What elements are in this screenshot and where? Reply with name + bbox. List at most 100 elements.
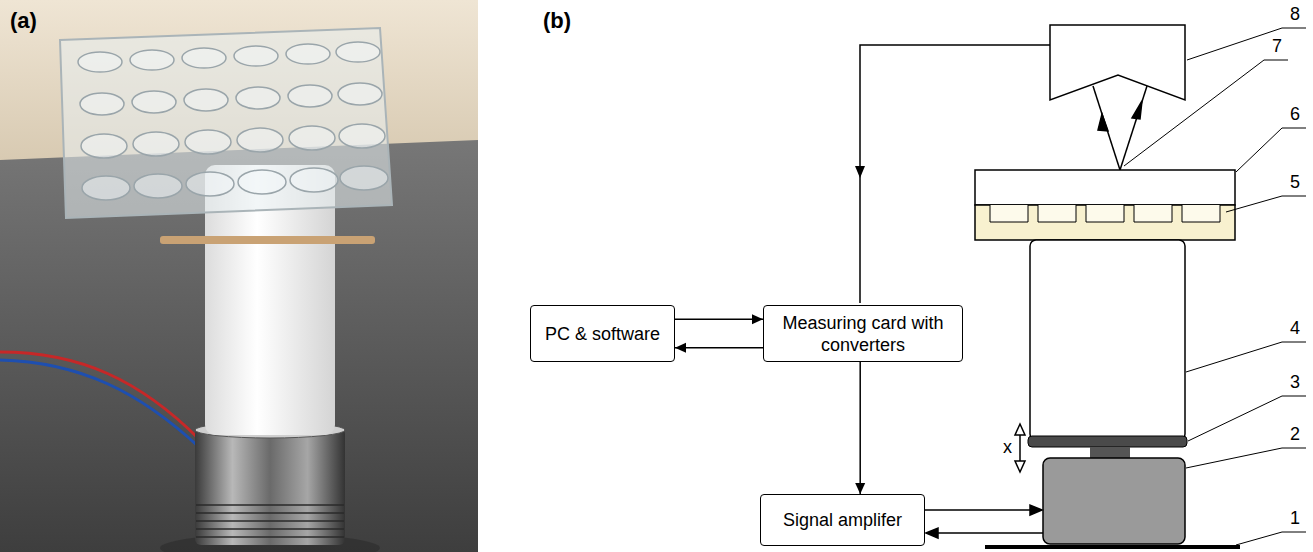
shape-g (196, 505, 344, 537)
callout-number: 8 (1290, 4, 1300, 24)
shape-line (927, 532, 1043, 534)
process-box: Signal amplifer (760, 494, 925, 546)
shape-line (1093, 86, 1120, 170)
shape-ellipse (286, 44, 330, 64)
connector-line (675, 319, 763, 321)
shape-ellipse (338, 83, 382, 105)
shape-ellipse (186, 172, 234, 196)
shape-ellipse (289, 126, 335, 150)
shape-polygon (926, 528, 938, 538)
shape-g (990, 205, 1220, 222)
connector (855, 362, 865, 494)
shape-polyline (1186, 448, 1306, 468)
shape-ellipse (132, 91, 176, 113)
shape-ellipse (236, 87, 280, 109)
shape-ellipse (134, 174, 182, 198)
shape-line (196, 504, 344, 506)
box-text: PC & software (545, 323, 660, 345)
shape-ellipse (237, 128, 283, 152)
shape-ellipse (78, 52, 122, 72)
shaker-rod (1090, 447, 1130, 458)
shape-ellipse (339, 124, 385, 148)
process-box: Measuring card with converters (763, 305, 963, 362)
callout-number: 2 (1290, 424, 1300, 444)
shape-polyline (1182, 205, 1220, 222)
shape-polyline (1038, 205, 1076, 222)
shape-ellipse (238, 170, 286, 194)
shape-ellipse (290, 168, 338, 192)
shape-line (925, 509, 1041, 511)
box-text: Measuring card with converters (772, 312, 954, 356)
shape-ellipse (130, 50, 174, 70)
callout-number: 6 (1290, 104, 1300, 124)
arrowhead (855, 483, 865, 494)
leader-lines (1124, 28, 1306, 545)
callout-number: 7 (1272, 36, 1282, 56)
arrowhead (675, 343, 686, 353)
box-text: Signal amplifer (783, 509, 902, 531)
shape-ellipse (133, 132, 179, 156)
shape-polyline (990, 205, 1028, 222)
well-plate (975, 205, 1235, 240)
shape-ellipse (340, 166, 388, 190)
shape-line (196, 512, 344, 514)
shape-line (1120, 86, 1147, 170)
shape-polyline (1124, 60, 1288, 166)
laser-beam (1093, 86, 1147, 170)
shape-g (78, 42, 388, 200)
shape-ellipse (185, 130, 231, 154)
shape-ellipse (82, 176, 130, 200)
base (985, 545, 1240, 549)
shape-polyline (1236, 128, 1306, 172)
shape-polygon (1098, 114, 1108, 131)
shape-polyline (1236, 532, 1306, 545)
shape-polygon (1015, 461, 1025, 472)
displacement-arrow (1015, 424, 1025, 472)
shape-polygon (1050, 25, 1185, 100)
cover-plate (975, 170, 1235, 205)
photo (0, 0, 478, 552)
mounting-plate (1028, 436, 1187, 447)
axis-label: x (1003, 437, 1012, 457)
callout-number: 4 (1290, 318, 1300, 338)
shape-path (0, 352, 200, 440)
callout-number: 5 (1290, 172, 1300, 192)
connector-line (675, 347, 763, 349)
panel-label: (b) (543, 8, 571, 34)
sensor-head (1050, 25, 1185, 100)
shape-line (196, 520, 344, 522)
shape-rect (160, 236, 375, 244)
amplifier-wires (925, 505, 1043, 538)
panel-label: (a) (10, 8, 37, 34)
shape-polygon (60, 28, 392, 218)
connector (675, 314, 763, 324)
connector (675, 343, 763, 353)
callout-number: 3 (1290, 372, 1300, 392)
shape-ellipse (184, 89, 228, 111)
process-box: PC & software (530, 305, 675, 362)
shape-ellipse (288, 85, 332, 107)
shape-rect (975, 205, 1235, 240)
shape-polygon (1015, 424, 1025, 435)
shape-polygon (1132, 101, 1142, 119)
shape-polyline (1086, 205, 1124, 222)
shape-polyline (1187, 28, 1306, 60)
shaker (1043, 458, 1185, 544)
shape-ellipse (234, 46, 278, 66)
shape-polyline (1134, 205, 1172, 222)
shape-polyline (1188, 396, 1306, 441)
shape-ellipse (182, 48, 226, 68)
shape-polyline (1186, 342, 1306, 372)
shape-ellipse (80, 93, 124, 115)
shape-ellipse (336, 42, 380, 62)
callout-number: 1 (1290, 508, 1300, 528)
shape-rect (195, 428, 345, 545)
arrowhead (752, 314, 763, 324)
cylinder (1030, 240, 1185, 440)
shape-line (196, 536, 344, 538)
shape-polyline (1226, 196, 1306, 212)
shape-path (0, 360, 200, 448)
shape-ellipse (81, 134, 127, 158)
shape-polygon (855, 166, 865, 178)
